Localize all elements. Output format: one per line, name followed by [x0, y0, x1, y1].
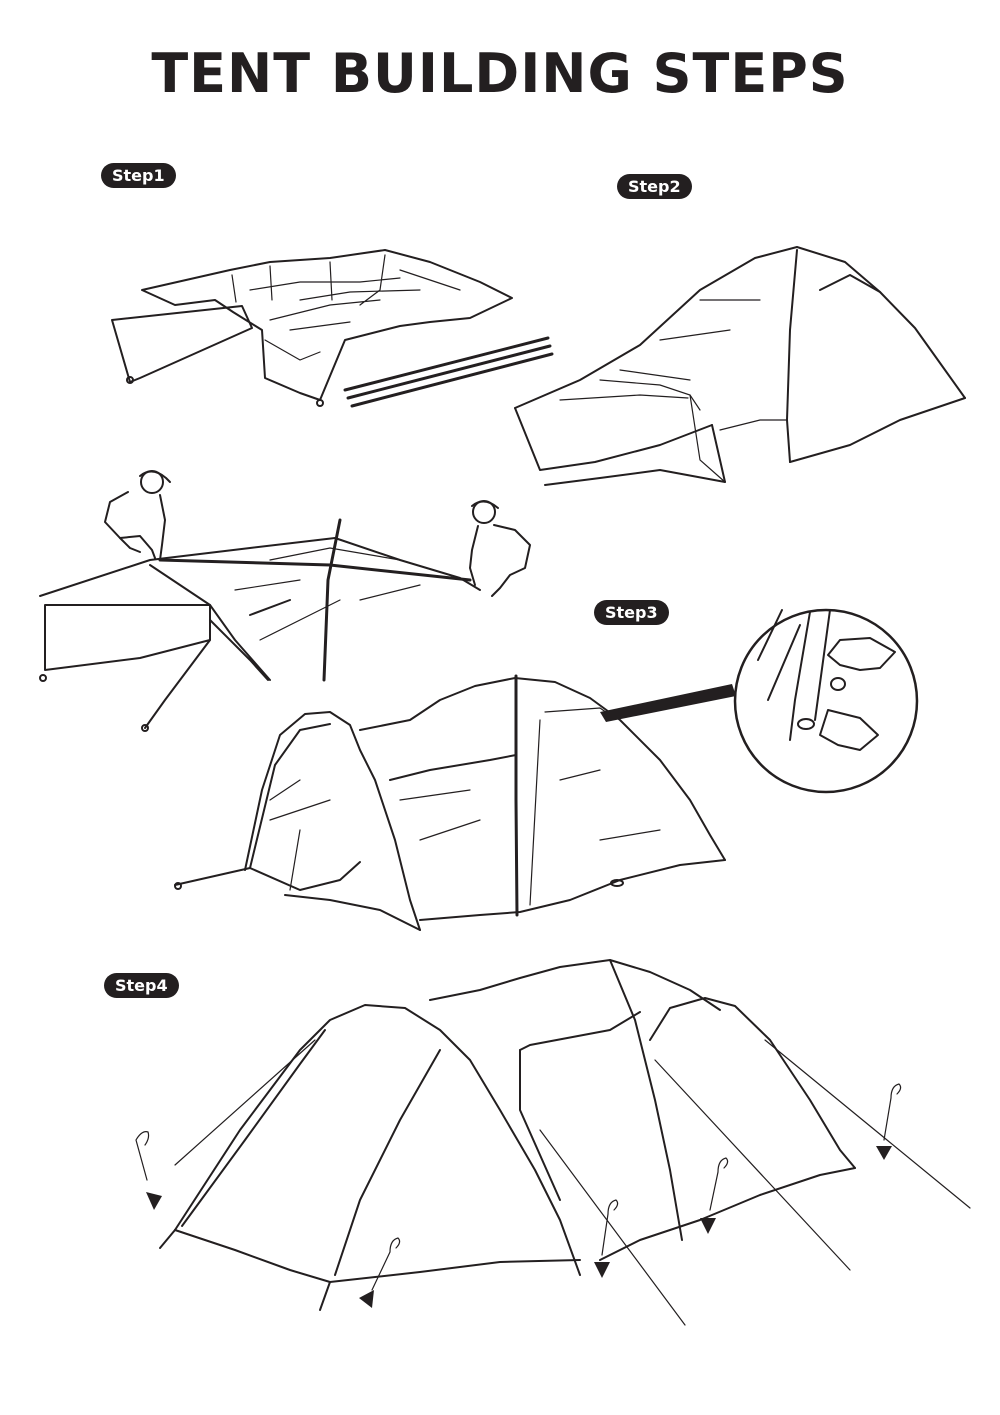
step2-tent-raising-illustration: [514, 246, 966, 486]
step1-badge: Step1: [101, 163, 176, 188]
step2-badge: Step2: [617, 174, 692, 199]
step4-finished-tent-illustration: [135, 959, 971, 1326]
page-title: TENT BUILDING STEPS: [151, 42, 849, 105]
step1-unfolded-tent-illustration: [111, 249, 554, 408]
step2-people-fitting-poles-illustration: [39, 470, 531, 732]
step4-badge: Step4: [104, 973, 179, 998]
step3-badge: Step3: [594, 600, 669, 625]
step3-tent-structure-illustration: [174, 608, 919, 931]
